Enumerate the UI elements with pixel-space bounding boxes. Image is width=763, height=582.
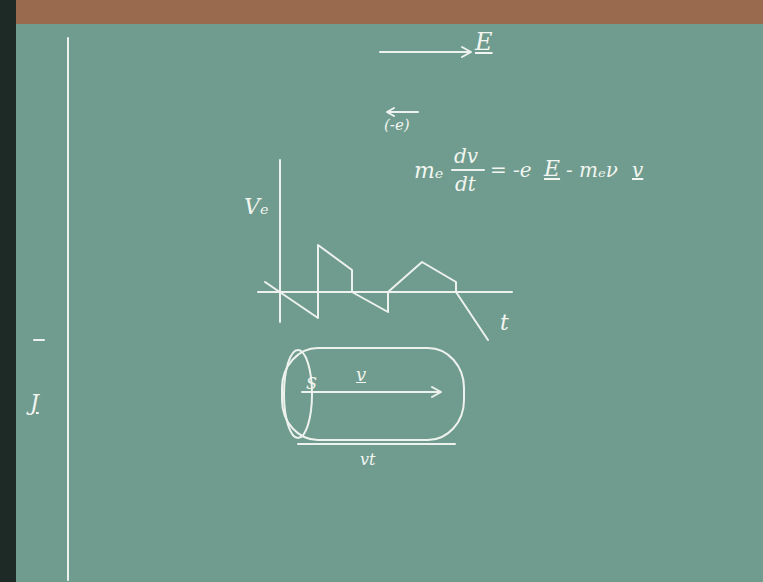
cylinder: [282, 348, 464, 440]
equation-term: v: [632, 160, 643, 180]
velocity-arrow: [302, 391, 440, 393]
arrow-head: [432, 387, 441, 397]
length-label: vt: [360, 452, 375, 468]
equation-term: = -e: [490, 160, 532, 180]
equation-term: mₑ: [414, 160, 443, 182]
t-axis: [258, 291, 512, 293]
board-frame: [0, 0, 763, 24]
length-line: [298, 443, 455, 445]
field-label: E: [475, 30, 493, 54]
axis-label: t: [500, 312, 509, 334]
equation-term: dv: [454, 146, 478, 166]
board-edge: [0, 0, 16, 582]
v-axis: [279, 160, 281, 322]
equation-term: dt: [455, 174, 476, 194]
arrow-head: [462, 47, 471, 57]
velocity-label: v: [356, 366, 366, 384]
current-label: J: [30, 392, 39, 414]
field-arrow: [380, 51, 470, 53]
cylinder-end: [284, 350, 312, 438]
sawtooth-curve: [265, 245, 488, 340]
arrow-head: [387, 108, 394, 116]
margin-line: [67, 38, 69, 580]
equation-term: - mₑν: [566, 160, 618, 180]
fraction-bar: [452, 169, 484, 171]
axis-label: Vₑ: [244, 196, 268, 218]
charge-label: (-e): [384, 118, 410, 133]
area-label: S: [306, 376, 317, 392]
chalk-mark: [34, 339, 44, 341]
force-arrow: [388, 111, 418, 113]
equation-term: E: [544, 158, 560, 180]
